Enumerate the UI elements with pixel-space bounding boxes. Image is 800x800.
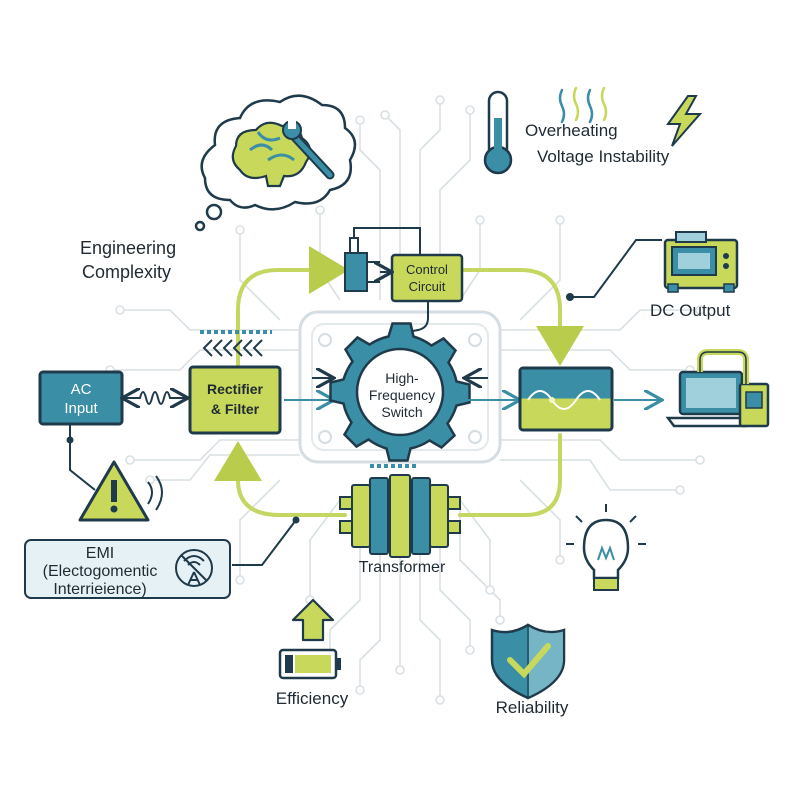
engineering-label-2: Complexity [82,262,171,282]
ac-wave [126,392,186,404]
antenna-crossed-icon [175,549,213,587]
gear-icon [329,322,471,462]
warning-triangle-icon [78,460,163,522]
emi-label-2: (Electogomentic [43,563,158,580]
ac-input-label-2: Input [64,400,98,417]
efficiency-label: Efficiency [276,689,349,708]
shield-check-icon [490,623,566,700]
emi-box [24,539,231,599]
rectifier-label-1: Rectifier [207,381,264,397]
reliability-label: Reliability [496,698,569,717]
lightning-icon [666,95,703,147]
voltage-label: Voltage Instability [537,147,670,166]
efficiency-arrow [291,598,335,642]
switch-label-1: High- [385,370,419,386]
light-bulb-icon [566,504,646,591]
output-display [518,366,614,432]
dc-output-label: DC Output [650,301,731,320]
ac-warning-line [69,424,96,491]
engineering-label-1: Engineering [80,238,176,258]
brain-wrench-icon [231,120,335,188]
thermometer-icon [483,90,513,175]
emi-label-1: EMI [86,545,114,562]
control-label-2: Circuit [409,279,446,294]
ac-input-label-1: AC [71,381,92,398]
feedback-loop [214,246,584,517]
transformer-icon [339,474,461,558]
transformer-label: Transformer [359,559,446,576]
rectifier-box [188,365,282,435]
dc-callout-line [570,239,662,298]
emi-label-3: Interrieience) [53,581,146,598]
circuit-traces [110,100,700,700]
emi-callout-line [232,519,297,566]
appliance-icon [697,349,770,428]
switch-label-2: Frequency [369,387,435,403]
heat-waves [558,86,608,124]
ripple-marks [202,339,263,357]
switch-label-3: Switch [381,404,422,420]
control-label-1: Control [406,262,448,277]
rectifier-label-2: & Filter [211,401,260,417]
dc-device-icon [663,231,739,293]
overheating-label: Overheating [525,121,618,140]
battery-icon [278,648,341,680]
